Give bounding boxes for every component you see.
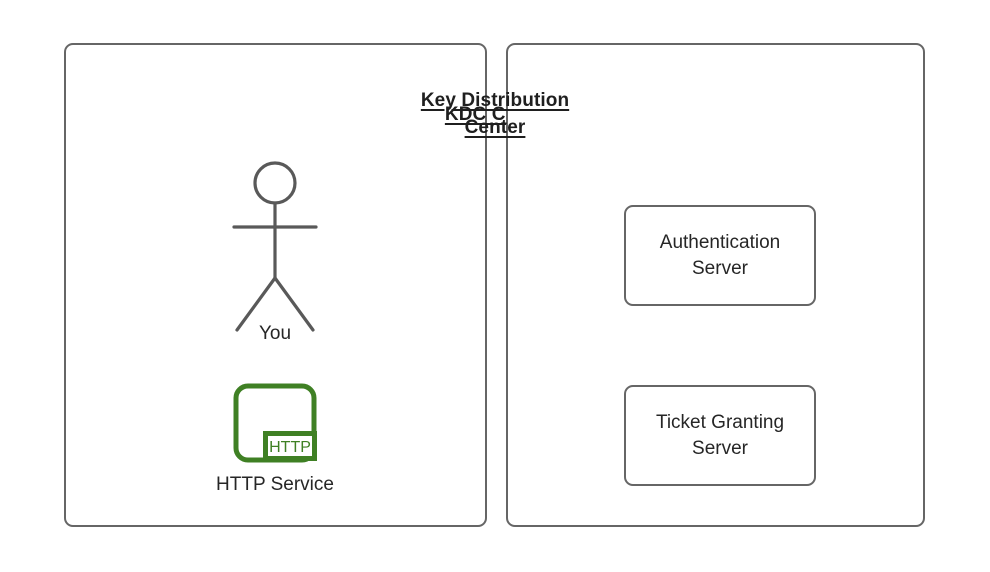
kdc-title-line-2: Center [464, 117, 526, 138]
ticket-granting-server-box[interactable]: Ticket Granting Server [624, 385, 816, 486]
stick-figure-icon [215, 160, 335, 340]
ticket-granting-server-label-line-2: Server [692, 437, 748, 459]
authentication-server-label-line-1: Authentication [659, 231, 781, 253]
http-service-label: HTTP Service [216, 474, 334, 495]
panel-key-distribution-center-title: Key Distribution Center [0, 87, 990, 141]
ticket-granting-server-label-line-1: Ticket Granting [655, 411, 785, 433]
stick-figure-label: You [258, 323, 292, 344]
authentication-server-label: Authentication Server [652, 230, 788, 282]
authentication-server-label-line-2: Server [692, 257, 748, 279]
kdc-title-line-1: Key Distribution [420, 90, 570, 111]
http-service-icon: HTTP [233, 383, 319, 467]
authentication-server-box[interactable]: Authentication Server [624, 205, 816, 306]
ticket-granting-server-label: Ticket Granting Server [648, 410, 792, 462]
svg-text:HTTP: HTTP [269, 439, 311, 456]
